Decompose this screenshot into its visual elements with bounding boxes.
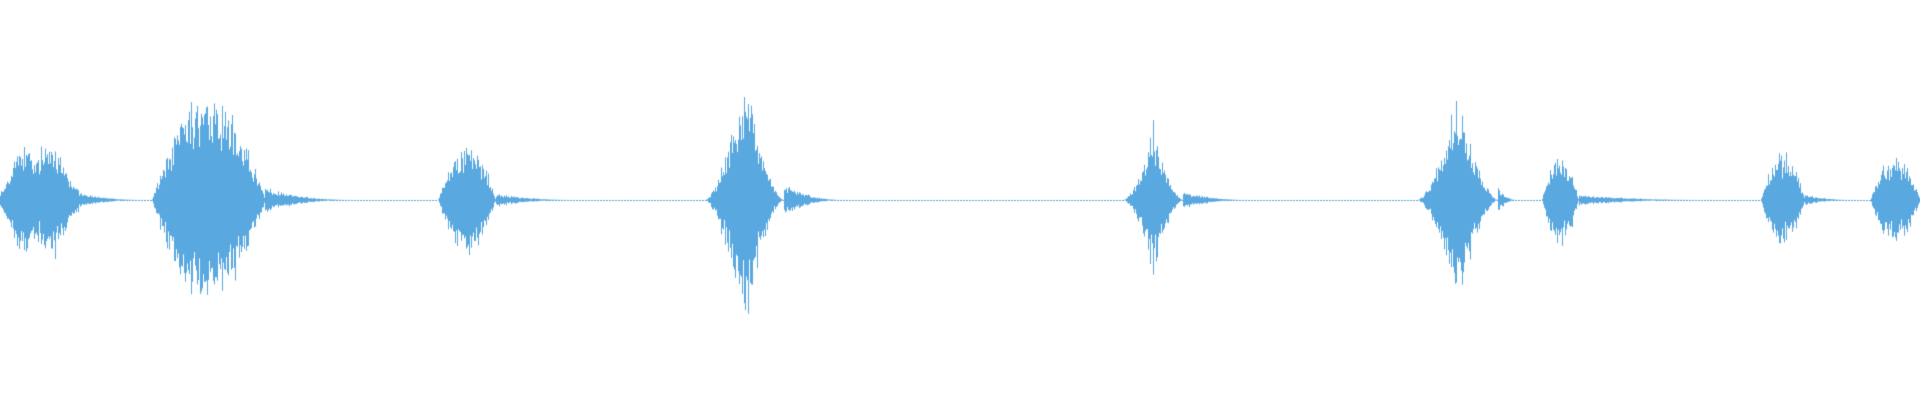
audio-waveform[interactable]: [0, 0, 1920, 400]
